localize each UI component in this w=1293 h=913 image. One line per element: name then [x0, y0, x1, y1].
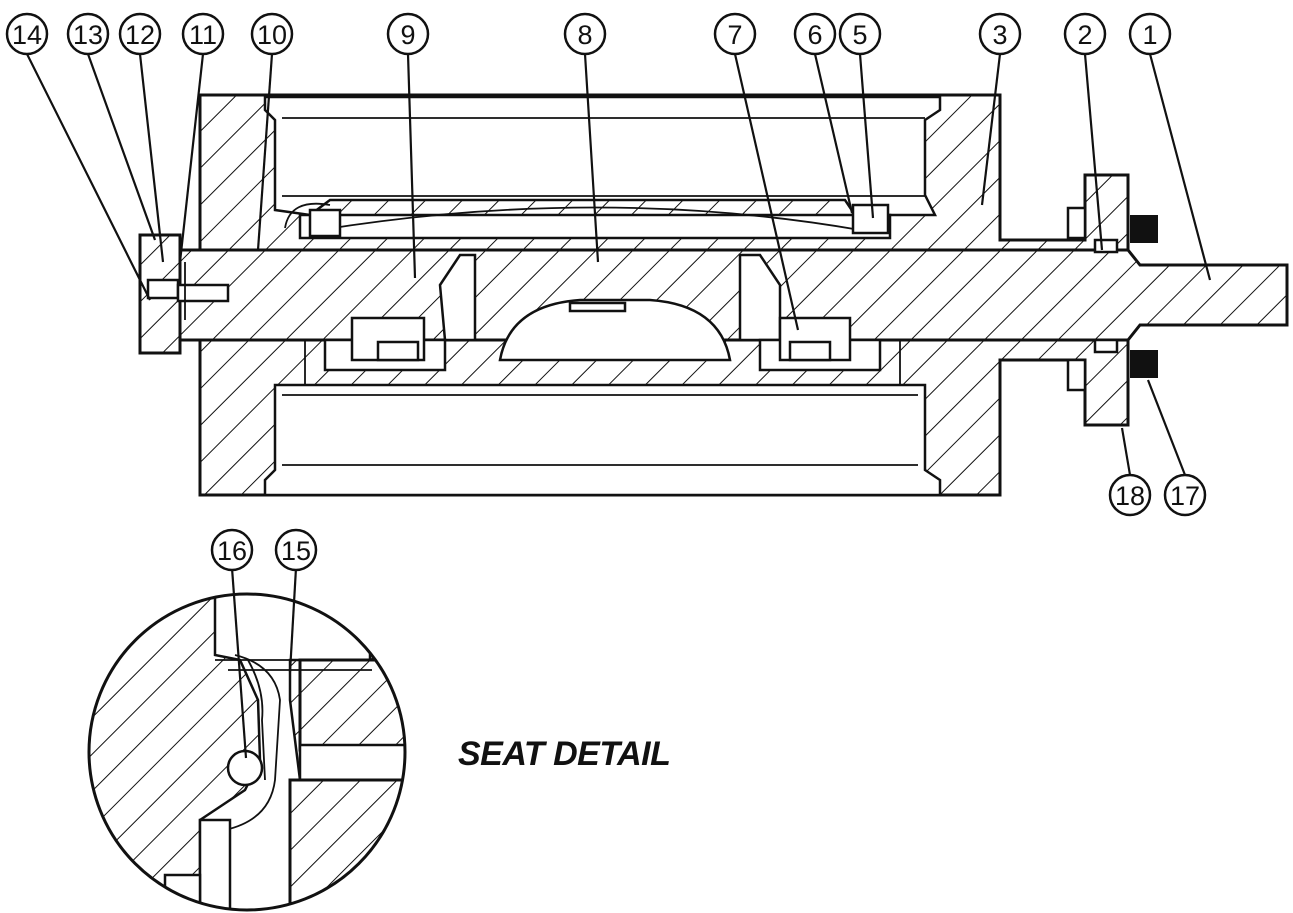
callout-3: 3	[978, 12, 1022, 56]
svg-text:9: 9	[400, 20, 415, 50]
callout-15: 15	[274, 528, 318, 572]
callout-6: 6	[793, 12, 837, 56]
svg-text:15: 15	[281, 536, 311, 566]
svg-text:1: 1	[1142, 20, 1157, 50]
callout-17: 17	[1163, 473, 1207, 517]
svg-text:7: 7	[727, 20, 742, 50]
seat-detail-label: SEAT DETAIL	[458, 735, 670, 773]
bearing-pockets	[323, 316, 882, 372]
upper-cavity	[263, 95, 942, 217]
svg-text:11: 11	[189, 20, 217, 50]
callout-9: 9	[386, 12, 430, 56]
svg-text:3: 3	[992, 20, 1007, 50]
svg-text:5: 5	[852, 20, 867, 50]
callout-8: 8	[563, 12, 607, 56]
callout-1: 1	[1128, 12, 1172, 56]
svg-text:14: 14	[12, 20, 42, 50]
callout-12: 12	[118, 12, 162, 56]
callout-7: 7	[713, 12, 757, 56]
seat-detail-view	[87, 567, 407, 912]
svg-text:16: 16	[217, 536, 247, 566]
svg-text:10: 10	[257, 20, 287, 50]
right-gland	[1066, 206, 1158, 392]
callout-13: 13	[66, 12, 110, 56]
svg-text:2: 2	[1077, 20, 1092, 50]
callout-11: 11	[181, 12, 225, 56]
svg-text:18: 18	[1115, 481, 1145, 511]
callout-5: 5	[838, 12, 882, 56]
leader-lines	[26, 53, 1212, 476]
svg-text:13: 13	[73, 20, 103, 50]
callout-14: 14	[5, 12, 49, 56]
svg-text:8: 8	[577, 20, 592, 50]
callout-18: 18	[1108, 473, 1152, 517]
callout-10: 10	[250, 12, 294, 56]
lower-cavity	[263, 340, 942, 497]
callout-2: 2	[1063, 12, 1107, 56]
svg-text:12: 12	[125, 20, 155, 50]
svg-text:6: 6	[807, 20, 822, 50]
callout-16: 16	[210, 528, 254, 572]
stem-plug	[176, 248, 1289, 362]
svg-text:17: 17	[1170, 481, 1200, 511]
